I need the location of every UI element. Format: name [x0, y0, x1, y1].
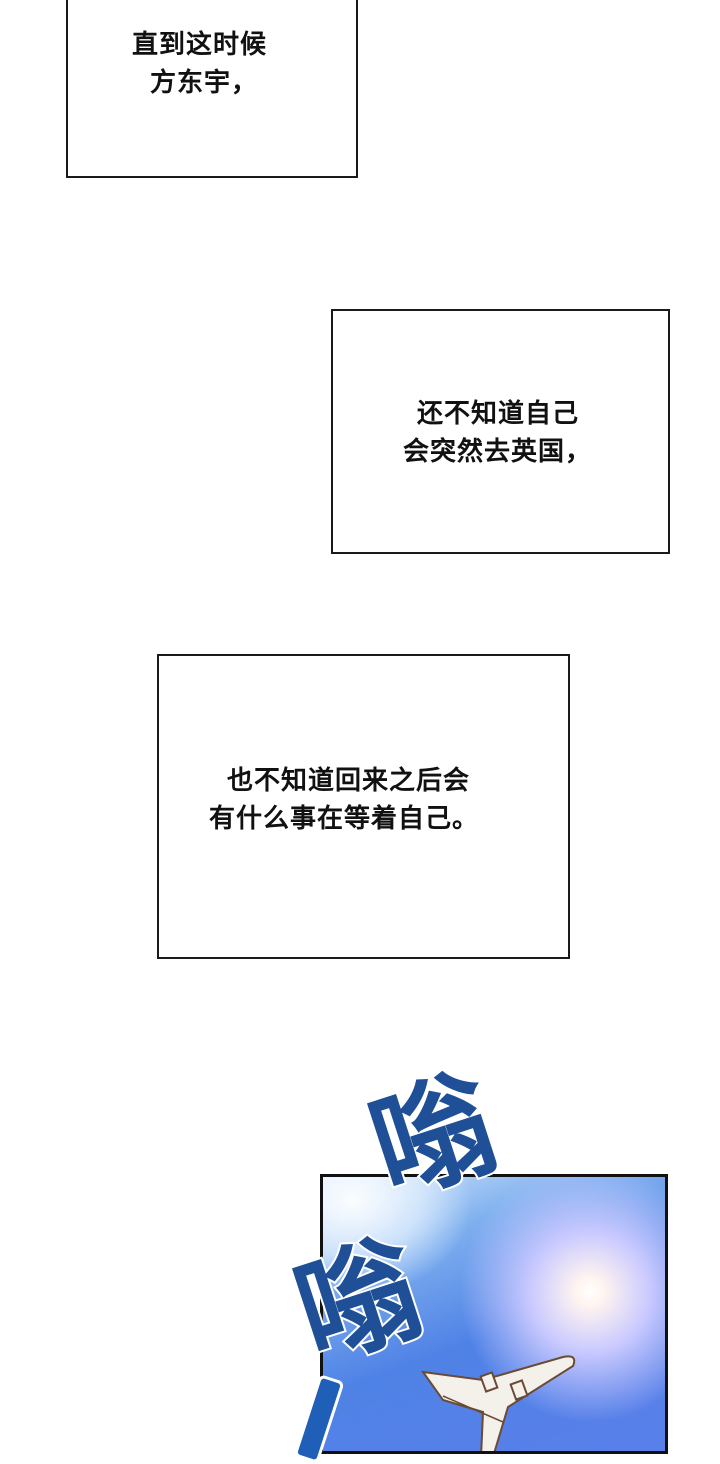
caption-panel-3: 也不知道回来之后会 有什么事在等着自己。	[157, 654, 570, 959]
cloud-illustration	[323, 1177, 473, 1297]
caption-line: 还不知道自己	[417, 399, 580, 429]
airplane-illustration	[420, 1355, 576, 1451]
caption-line: 直到这时候	[132, 30, 268, 60]
caption-panel-2: 还不知道自己 会突然去英国，	[331, 309, 670, 554]
caption-line: 也不知道回来之后会	[227, 766, 471, 796]
sky-airplane-panel	[320, 1174, 668, 1454]
caption-text: 直到这时候 方东宇，	[132, 26, 267, 102]
caption-line: 会突然去英国，	[403, 437, 593, 467]
caption-text: 也不知道回来之后会 有什么事在等着自己。	[209, 762, 479, 838]
caption-line: 有什么事在等着自己。	[209, 804, 480, 834]
caption-text: 还不知道自己 会突然去英国，	[403, 395, 592, 471]
caption-line: 方东宇，	[150, 68, 259, 98]
caption-panel-1: 直到这时候 方东宇，	[66, 0, 358, 178]
